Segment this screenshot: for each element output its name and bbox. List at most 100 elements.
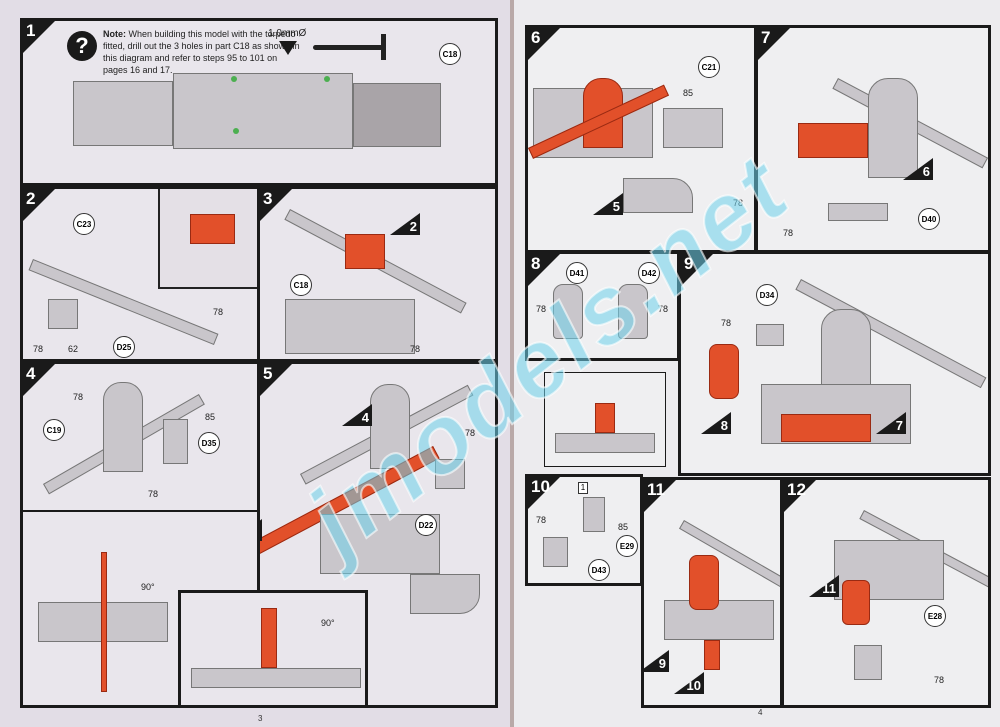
step-1-panel: 1 ? Note: When building this model with …	[20, 18, 498, 186]
note-text: Note: When building this model with the …	[103, 29, 300, 75]
highlight-seat	[595, 403, 615, 433]
step-12-panel: 12 11 E28 78	[781, 477, 991, 708]
fuselage-floor	[664, 600, 774, 640]
step-8-panel: 8 D41 D42 78 78	[525, 251, 680, 361]
part-label: 78	[410, 344, 421, 354]
step-4-panel: 4 C19 D35 78 85 78	[20, 361, 260, 513]
part-label: 78	[73, 392, 84, 402]
detail-part	[191, 668, 361, 688]
step-ref: 2	[390, 213, 420, 235]
part-callout: C18	[290, 274, 312, 296]
step-ref: 3	[260, 519, 262, 541]
part-d35	[163, 419, 188, 464]
part-label: 78	[658, 304, 669, 314]
highlight-part	[190, 214, 235, 244]
torpedo-tail	[381, 34, 386, 60]
part-label: 78	[33, 344, 44, 354]
part-callout: D35	[198, 432, 220, 454]
fuselage-rear	[410, 574, 480, 614]
part-label: 85	[205, 412, 216, 422]
step-3-panel: 3 2 C18 78	[257, 186, 498, 362]
highlight-part	[798, 123, 868, 158]
detail-inset	[158, 189, 257, 289]
fuselage-center	[173, 73, 353, 149]
part-label: 62	[68, 344, 79, 354]
highlight-part	[101, 552, 107, 692]
part-d34	[756, 324, 784, 346]
part-callout: D43	[588, 559, 610, 581]
question-icon: ?	[67, 31, 97, 61]
drill-icon	[279, 41, 297, 55]
detail-part	[555, 433, 655, 453]
step-8-inset	[544, 372, 666, 467]
part-d43	[543, 537, 568, 567]
step-2-panel: 2 C23 D25 78 62 78	[20, 186, 260, 362]
detail-panel-2: 90°	[178, 590, 368, 708]
part-label: 78	[733, 198, 744, 208]
part-d22	[435, 459, 465, 489]
part-label: 78	[465, 428, 476, 438]
part-callout: E29	[616, 535, 638, 557]
page-gutter	[510, 0, 516, 727]
part-callout: D40	[918, 208, 940, 230]
part-callout: D22	[415, 514, 437, 536]
step-11-panel: 11 9 10	[641, 477, 783, 708]
part-e28	[854, 645, 882, 680]
part-e29	[583, 497, 605, 532]
bulkhead	[370, 384, 410, 469]
step-9-panel: 9 8 7 D34 78	[678, 251, 991, 476]
angle-label: 90°	[141, 582, 155, 592]
drill-hole	[324, 76, 330, 82]
step-7-panel: 7 6 D40 78	[755, 25, 991, 253]
part-callout: D42	[638, 262, 660, 284]
bulkhead	[103, 382, 143, 472]
part-label: 78	[934, 675, 945, 685]
page-number: 3	[258, 714, 263, 723]
page-number: 4	[758, 708, 763, 717]
highlight-seat	[842, 580, 870, 625]
drill-hole	[233, 128, 239, 134]
part-label: 85	[618, 522, 629, 532]
drill-hole	[231, 76, 237, 82]
part-label: 78	[536, 304, 547, 314]
part-callout: C18	[439, 43, 461, 65]
part-callout: D41	[566, 262, 588, 284]
step-10-panel: 10 1 E29 D43 78 85	[525, 474, 643, 586]
part-c18	[285, 299, 415, 354]
highlight-part	[261, 608, 277, 668]
highlight-part	[345, 234, 385, 269]
angle-label: 90°	[321, 618, 335, 628]
part-d25	[48, 299, 78, 329]
highlight-floor	[781, 414, 871, 442]
part-label: 78	[148, 489, 159, 499]
part-callout: E28	[924, 605, 946, 627]
step-6-panel: 6 5 C21 85 78	[525, 25, 757, 253]
part-callout: C21	[698, 56, 720, 78]
part-c18	[353, 83, 441, 147]
part-c21	[663, 108, 723, 148]
fuselage-part	[73, 81, 173, 146]
part-callout: C23	[73, 213, 95, 235]
part-d41	[553, 284, 583, 339]
part-label: 78	[721, 318, 732, 328]
floor-part	[623, 178, 693, 213]
step-number: 1	[23, 21, 56, 54]
drill-size-label: 1.0mmØ	[268, 28, 307, 39]
part-callout: D25	[113, 336, 135, 358]
part-label: 78	[783, 228, 794, 238]
part-label: 85	[683, 88, 694, 98]
bulkhead	[868, 78, 918, 178]
highlight-seat	[689, 555, 719, 610]
sprue-ref-box: 1	[578, 482, 588, 494]
part-label: 78	[536, 515, 547, 525]
highlight-part	[704, 640, 720, 670]
part-callout: C19	[43, 419, 65, 441]
part-d42	[618, 284, 648, 339]
right-page: 6 5 C21 85 78 7 6 D40 78 8 D41 D42 78 78…	[514, 0, 1000, 727]
left-page: 1 ? Note: When building this model with …	[0, 0, 512, 727]
part-callout: D34	[756, 284, 778, 306]
torpedo-icon	[313, 45, 383, 50]
part-label: 78	[213, 307, 224, 317]
highlight-seat	[709, 344, 739, 399]
part-d40	[828, 203, 888, 221]
